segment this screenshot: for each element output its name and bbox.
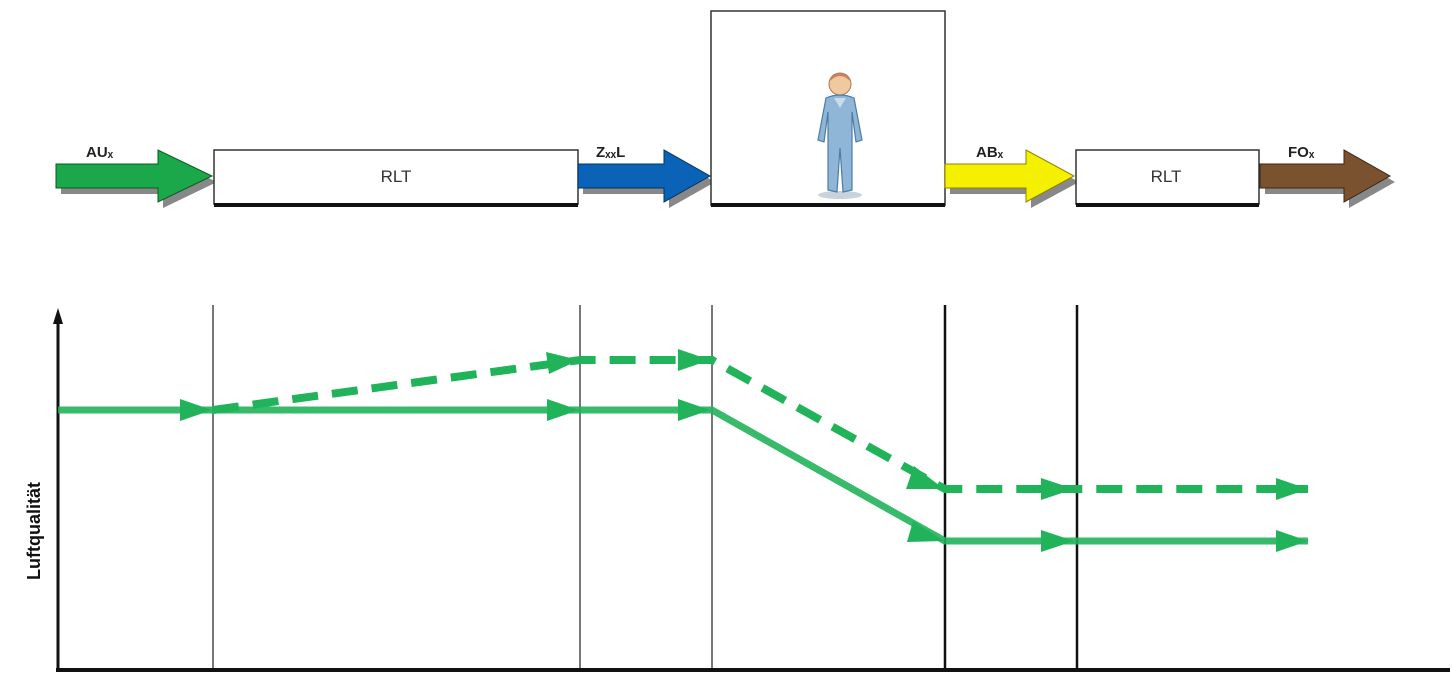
extract-air-arrow-shape [944, 149, 1076, 203]
dashed-arrowhead-1 [546, 352, 579, 374]
ahu-box-1-label: RLT [381, 167, 412, 186]
dashed-arrowhead-4 [1041, 478, 1074, 500]
exhaust-air-arrow-shape [1259, 149, 1392, 203]
dashed-arrowhead-2 [678, 349, 710, 371]
exhaust-air-arrow: FOₓ [1259, 144, 1395, 208]
solid-arrowhead-2 [547, 399, 579, 421]
solid-arrowhead-3 [678, 399, 710, 421]
dashed-arrowhead-5 [1276, 478, 1308, 500]
supply-air-label: ZₓₓL [596, 144, 625, 161]
dashed-quality-line [212, 349, 1308, 500]
solid-arrowhead-6 [1276, 530, 1308, 552]
ahu-box-1: RLT [213, 149, 579, 207]
y-axis-label: Luftqualität [24, 482, 44, 580]
extract-air-label: ABₓ [976, 144, 1004, 161]
y-axis-arrowhead [53, 308, 63, 324]
supply-air-arrow: ZₓₓL [577, 144, 715, 208]
outside-air-arrow-shape [55, 149, 214, 203]
solid-arrowhead-4 [907, 521, 944, 542]
outside-air-label: AUₓ [86, 144, 114, 161]
ahu-box-2: RLT [1075, 149, 1260, 207]
solid-quality-line [58, 399, 1308, 552]
solid-arrowhead-1 [180, 399, 212, 421]
air-quality-chart: Luftqualität [24, 305, 1450, 672]
solid-arrowhead-5 [1041, 530, 1074, 552]
ahu-box-2-label: RLT [1151, 167, 1182, 186]
person-icon [817, 72, 863, 199]
extract-air-arrow: ABₓ [944, 144, 1079, 208]
room-box [710, 10, 946, 207]
dashed-arrowhead-3 [906, 466, 944, 489]
exhaust-air-label: FOₓ [1288, 144, 1315, 161]
outside-air-arrow: AUₓ [55, 144, 217, 208]
supply-air-arrow-shape [577, 149, 712, 203]
